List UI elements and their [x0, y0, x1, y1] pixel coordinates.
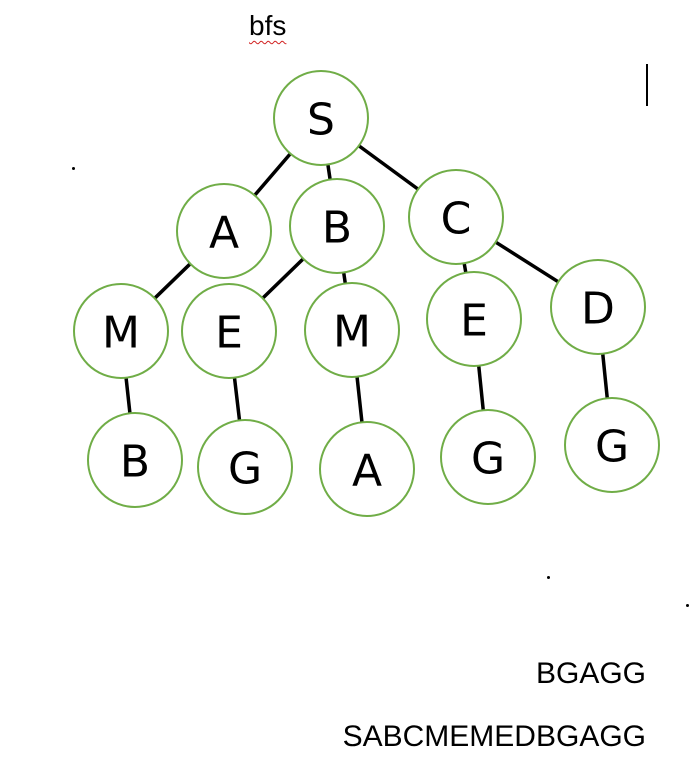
tree-edge-a1-m1: [148, 257, 197, 305]
tree-edge-m2-a2: [354, 369, 365, 430]
node-circle: [87, 412, 183, 508]
stray-dot: [686, 604, 689, 607]
node-label: A: [352, 446, 382, 497]
node-circle: [304, 282, 400, 378]
tree-edge-e1-g1: [232, 369, 242, 429]
tree-node-a1: A: [176, 183, 272, 279]
node-circle: [289, 178, 385, 274]
node-circle: [426, 271, 522, 367]
tree-edge-c1-d1: [488, 237, 566, 287]
node-label: E: [460, 296, 488, 347]
node-label: G: [471, 434, 505, 485]
node-label: S: [307, 95, 335, 146]
node-circle: [319, 421, 415, 517]
tree-edge-b1-e1: [256, 252, 310, 305]
tree-edge-m1-b2: [123, 370, 133, 421]
node-label: M: [102, 308, 140, 359]
node-circle: [408, 169, 504, 265]
node-circle: [273, 70, 369, 166]
tree-node-e1: E: [181, 283, 277, 379]
node-label: B: [322, 203, 352, 254]
tree-node-g1: G: [197, 419, 293, 515]
tree-node-e2: E: [426, 271, 522, 367]
tree-edge-e2-g2: [476, 358, 486, 418]
node-label: D: [581, 284, 615, 335]
tree-edge-s-c1: [352, 140, 425, 195]
page-title: bfs: [249, 10, 287, 41]
tree-edge-d1-g3: [600, 346, 610, 406]
node-circle: [176, 183, 272, 279]
tree-node-s: S: [273, 70, 369, 166]
node-label: M: [333, 307, 371, 358]
tree-node-b2: B: [87, 412, 183, 508]
tree-node-c1: C: [408, 169, 504, 265]
tree-node-m1: M: [73, 283, 169, 379]
node-circle: [73, 283, 169, 379]
tree-node-b1: B: [289, 178, 385, 274]
node-circle: [181, 283, 277, 379]
node-label: G: [228, 444, 262, 495]
tree-node-m2: M: [304, 282, 400, 378]
node-circle: [564, 397, 660, 493]
node-label: C: [441, 194, 472, 245]
node-circle: [197, 419, 293, 515]
node-label: G: [595, 422, 629, 473]
result-line-bfs-order: SABCMEMEDBGAGG: [342, 720, 646, 753]
tree-nodes: S A B C M E M E D B G A G G: [73, 70, 660, 517]
result-line-leaves: BGAGG: [535, 657, 646, 690]
node-circle: [440, 409, 536, 505]
stray-dot: [72, 167, 75, 170]
tree-node-d1: D: [550, 259, 646, 355]
stray-dot: [547, 576, 550, 579]
tree-node-g2: G: [440, 409, 536, 505]
node-circle: [550, 259, 646, 355]
tree-node-g3: G: [564, 397, 660, 493]
tree-edge-s-a1: [248, 147, 297, 202]
node-label: A: [209, 208, 239, 259]
node-label: B: [120, 437, 150, 488]
node-label: E: [215, 308, 243, 359]
tree-node-a2: A: [319, 421, 415, 517]
text-cursor: [646, 64, 648, 106]
